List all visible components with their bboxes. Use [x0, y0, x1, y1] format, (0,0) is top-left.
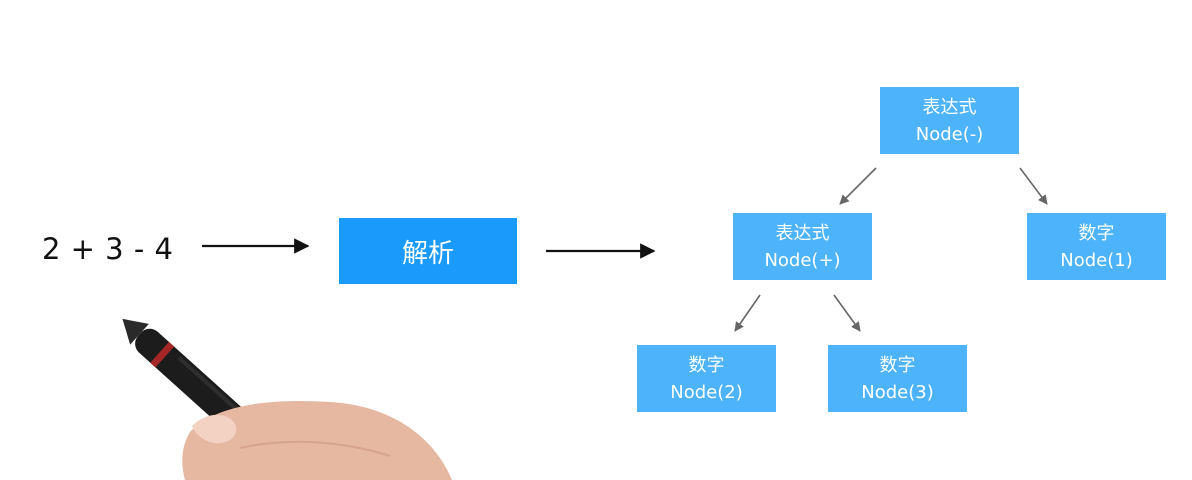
node-label: Node(-) [915, 123, 984, 145]
node-label: Node(2) [670, 381, 743, 403]
node-title: 表达式 [922, 96, 977, 118]
arrow-plus-to-three [833, 294, 861, 332]
node-number-2: 数字 Node(2) [637, 345, 776, 412]
node-root-minus: 表达式 Node(-) [880, 87, 1019, 154]
node-label: Node(+) [764, 249, 841, 271]
node-label: Node(1) [1060, 249, 1133, 271]
hand-with-pen-illustration [122, 318, 452, 480]
node-number-3: 数字 Node(3) [828, 345, 967, 412]
input-expression: 2 + 3 - 4 [42, 232, 174, 266]
node-number-1: 数字 Node(1) [1027, 213, 1166, 280]
node-title: 表达式 [775, 222, 830, 244]
parse-label: 解析 [401, 238, 454, 269]
node-label: Node(3) [861, 381, 934, 403]
arrow-root-to-plus [839, 167, 877, 205]
node-title: 数字 [879, 354, 916, 376]
arrow-plus-to-two [734, 294, 761, 332]
node-title: 数字 [688, 354, 725, 376]
node-title: 数字 [1078, 222, 1115, 244]
node-plus: 表达式 Node(+) [733, 213, 872, 280]
parse-box: 解析 [339, 218, 517, 284]
arrow-root-to-one [1019, 167, 1048, 205]
